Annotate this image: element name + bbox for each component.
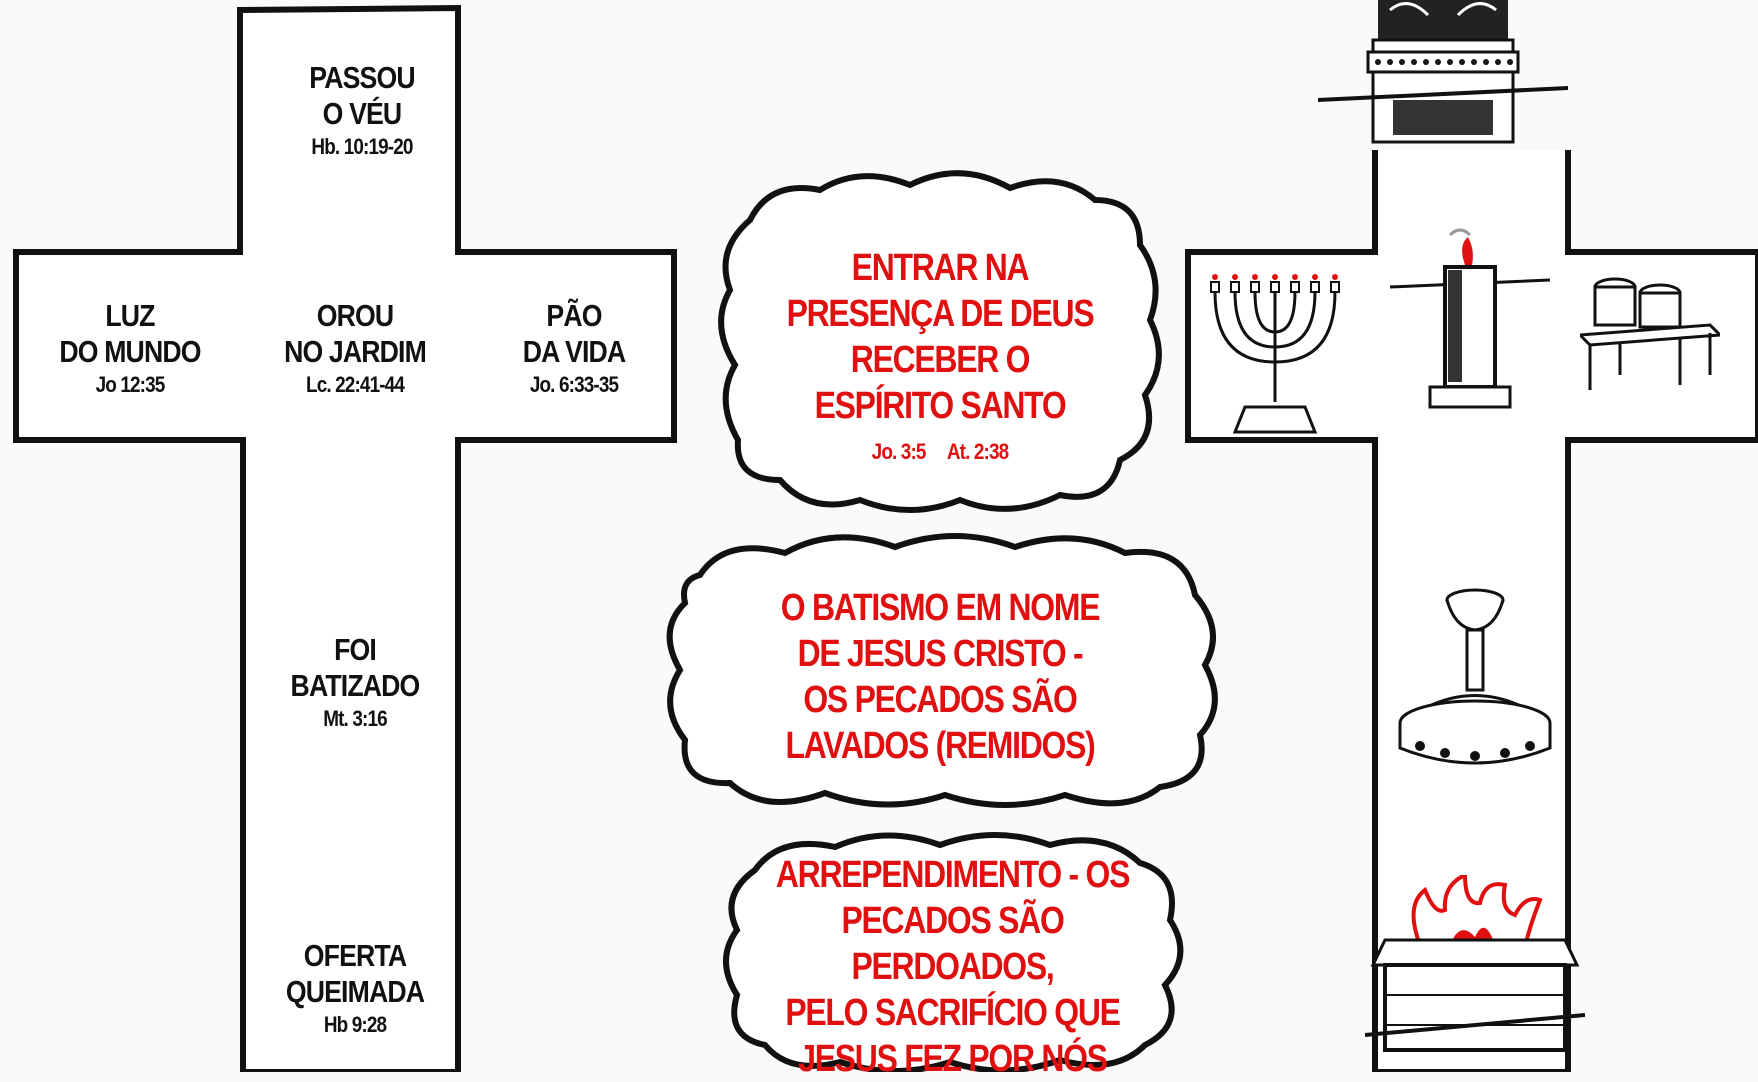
cloud-3-text: ARREPENDIMENTO - OS PECADOS SÃO PERDOADO… bbox=[700, 852, 1205, 1082]
cloud-shape-3 bbox=[723, 832, 1184, 1072]
passou-veu-title: PASSOU O VÉU bbox=[309, 60, 415, 131]
oferta-queimada-ref: Hb 9:28 bbox=[323, 1012, 387, 1037]
altar-of-incense-icon bbox=[1390, 228, 1550, 409]
cloud-1-text: ENTRAR NA PRESENÇA DE DEUS RECEBER O ESP… bbox=[740, 245, 1140, 467]
cloud-shape-2 bbox=[666, 533, 1218, 808]
orou-jardim-ref: Lc. 22:41-44 bbox=[305, 372, 405, 397]
left-cross bbox=[13, 4, 677, 1072]
cloud-2-text: O BATISMO EM NOME DE JESUS CRISTO - OS P… bbox=[690, 585, 1190, 769]
cross-left-label: LUZ DO MUNDO Jo 12:35 bbox=[30, 298, 230, 400]
cross-center-label: OROU NO JARDIM Lc. 22:41-44 bbox=[255, 298, 455, 400]
showbread-table-icon bbox=[1580, 277, 1720, 390]
brazen-altar-icon bbox=[1365, 875, 1585, 1052]
oferta-queimada-title: OFERTA QUEIMADA bbox=[285, 938, 425, 1009]
cross-bottom-label: OFERTA QUEIMADA Hb 9:28 bbox=[255, 938, 455, 1040]
foi-batizado-title: FOI BATIZADO bbox=[290, 632, 421, 703]
cross-middle-label: FOI BATIZADO Mt. 3:16 bbox=[255, 632, 455, 734]
pao-vida-title: PÃO DA VIDA bbox=[522, 298, 626, 369]
orou-jardim-title: OROU NO JARDIM bbox=[284, 298, 427, 369]
cloud-1-title: ENTRAR NA PRESENÇA DE DEUS RECEBER O ESP… bbox=[786, 247, 1095, 427]
cloud-1-refs: Jo. 3:5 At. 2:38 bbox=[871, 439, 1010, 464]
cloud-2-title: O BATISMO EM NOME DE JESUS CRISTO - OS P… bbox=[780, 587, 1101, 767]
pao-vida-ref: Jo. 6:33-35 bbox=[529, 372, 619, 397]
luz-mundo-ref: Jo 12:35 bbox=[95, 372, 166, 397]
luz-mundo-title: LUZ DO MUNDO bbox=[59, 298, 201, 369]
laver-icon bbox=[1398, 588, 1552, 765]
cross-top-label: PASSOU O VÉU Hb. 10:19-20 bbox=[262, 60, 462, 162]
passou-veu-ref: Hb. 10:19-20 bbox=[311, 134, 413, 159]
menorah-icon bbox=[1210, 274, 1340, 434]
cloud-shape-1 bbox=[718, 170, 1162, 513]
cloud-3-title: ARREPENDIMENTO - OS PECADOS SÃO PERDOADO… bbox=[775, 854, 1130, 1080]
cross-right-label: PÃO DA VIDA Jo. 6:33-35 bbox=[474, 298, 674, 400]
foi-batizado-ref: Mt. 3:16 bbox=[323, 706, 387, 731]
ark-of-covenant-icon bbox=[1318, 0, 1568, 144]
